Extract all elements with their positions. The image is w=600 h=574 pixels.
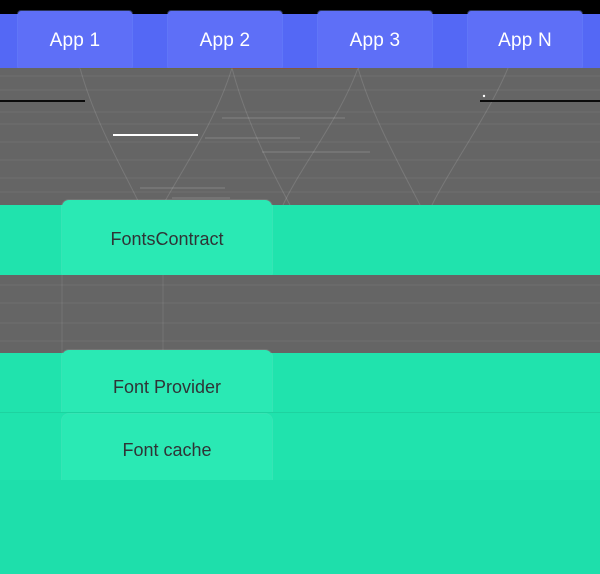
app-bar-row: App 1 App 2 App 3 App N: [0, 11, 600, 69]
converging-arrows-lower: [0, 275, 600, 353]
app-bar: App 1 App 2 App 3 App N: [0, 11, 600, 69]
app-card-4[interactable]: [468, 11, 582, 69]
app-cell-4[interactable]: App N: [450, 11, 600, 69]
app-cell-3[interactable]: App 3: [300, 11, 450, 69]
card-fontprovider-label: Font Provider: [112, 377, 222, 397]
app-label-1: App 1: [49, 30, 101, 51]
card-fontcache-label: Font cache: [122, 439, 212, 460]
band-fontprovider: Font Provider: [0, 350, 600, 425]
occluded-region-lower: [0, 275, 600, 353]
card-fontscontract[interactable]: FontsContract: [62, 200, 272, 279]
converging-arrows-upper: [0, 68, 600, 205]
band-fontcache: Font cache: [0, 412, 600, 486]
app-card-3[interactable]: [318, 11, 432, 69]
app-label-3: App 3: [349, 30, 401, 51]
letterbox-top: [0, 0, 600, 14]
card-fontscontract-label: FontsContract: [110, 229, 224, 249]
app-label-4: App N: [498, 30, 552, 51]
card-fontcache[interactable]: Font cache: [62, 414, 272, 486]
app-card-2[interactable]: [168, 11, 282, 69]
band-bottom: [0, 480, 600, 574]
app-label-2: App 2: [199, 30, 251, 51]
app-card-1[interactable]: [18, 11, 132, 69]
app-cell-1[interactable]: App 1: [0, 11, 150, 69]
occluded-region-upper: [0, 68, 600, 205]
band-fontscontract: FontsContract: [0, 200, 600, 279]
app-cell-2[interactable]: App 2: [150, 11, 300, 69]
band-separator: [0, 412, 600, 413]
